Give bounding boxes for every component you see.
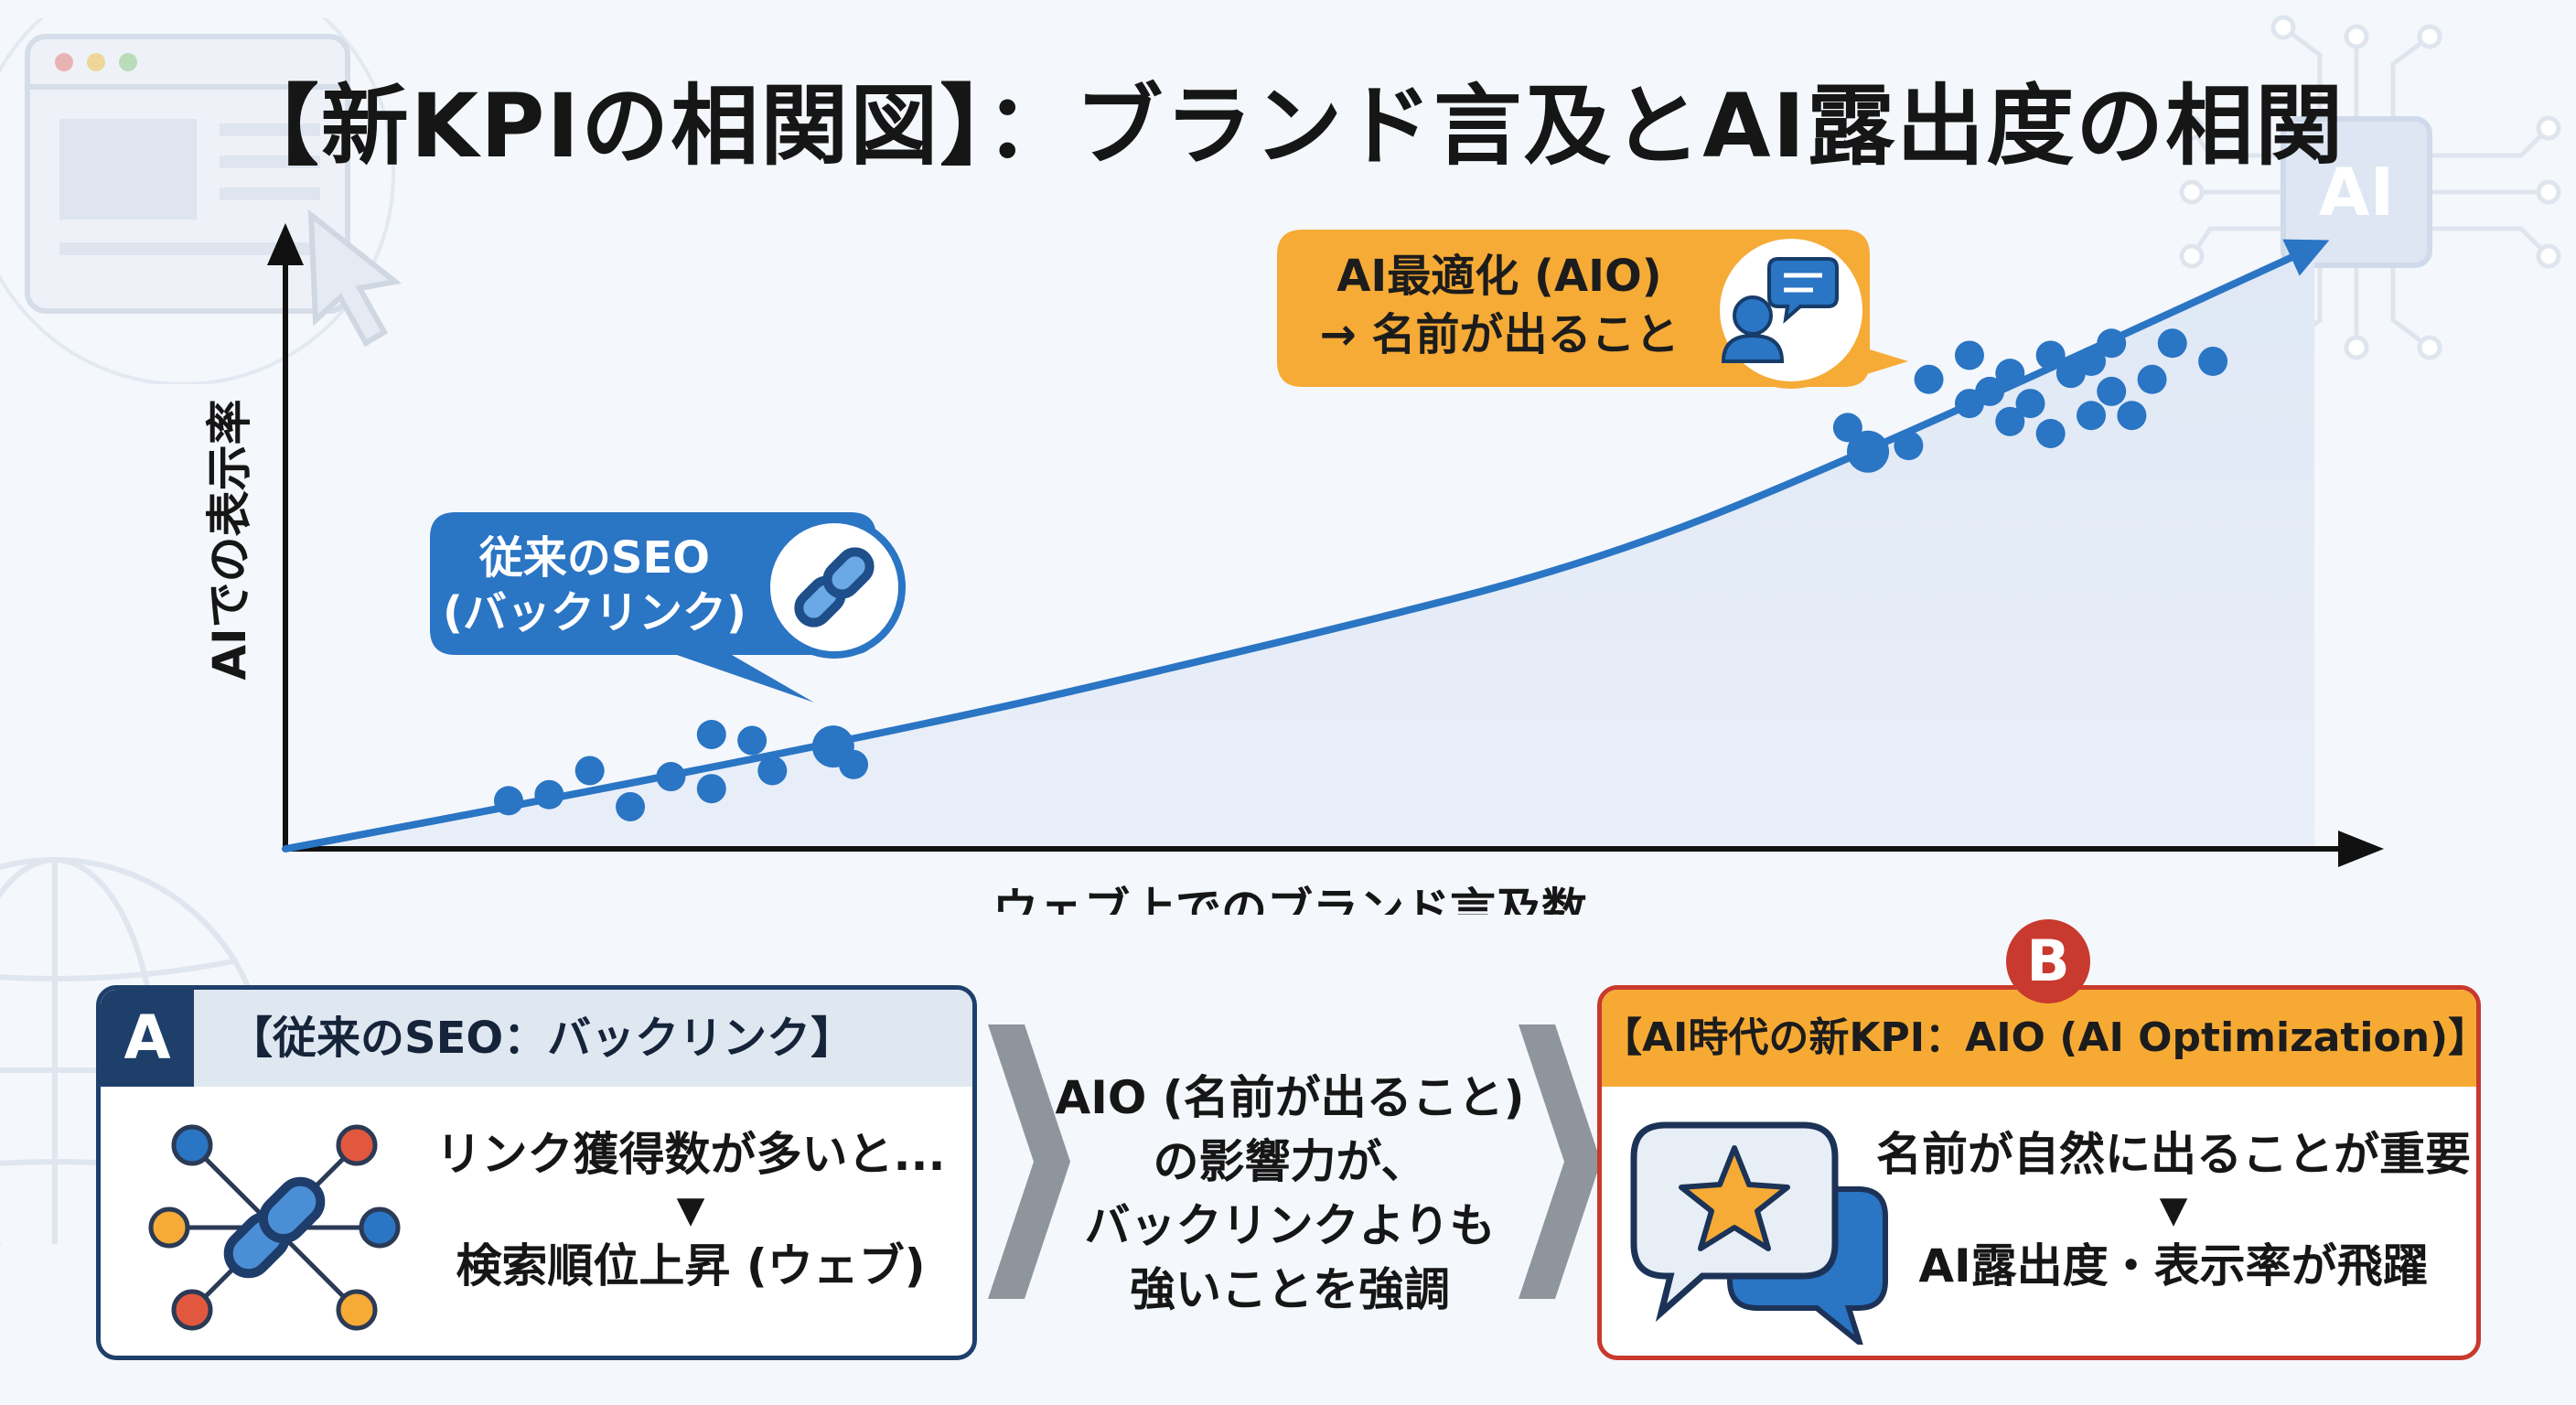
new-kpi-header: 【AI時代の新KPI：AIO (AI Optimization)】 xyxy=(1602,990,2476,1087)
data-point-0 xyxy=(493,786,523,816)
data-point-26 xyxy=(2097,328,2127,359)
data-point-17 xyxy=(1995,406,2025,436)
trend-area xyxy=(285,247,2314,849)
middle-line2: の影響力が、 xyxy=(1153,1135,1427,1188)
middle-line4: 強いことを強調 xyxy=(1130,1263,1450,1316)
data-point-3 xyxy=(616,791,646,821)
new-kpi-box: 【AI時代の新KPI：AIO (AI Optimization)】 名前が自然に… xyxy=(1597,985,2481,1360)
data-point-1 xyxy=(534,779,564,810)
aio-callout xyxy=(1277,230,1908,389)
data-point-8 xyxy=(757,756,788,786)
chevron-right-icon xyxy=(988,1024,1070,1299)
data-point-4 xyxy=(656,762,686,792)
chat-user-icon xyxy=(1721,257,1839,363)
new-kpi-text: 名前が自然に出ることが重要 ▼ AI露出度・表示率が飛躍 xyxy=(1876,1122,2471,1298)
aio-callout-text: AI最適化 (AIO) → 名前が出ること xyxy=(1284,247,1714,364)
ai-chip-label: AI xyxy=(2319,154,2395,231)
new-kpi-line2: AI露出度・表示率が飛躍 xyxy=(1918,1239,2429,1292)
traditional-seo-box: A 【従来のSEO：バックリンク】 リンク獲得数が多いと... ▼ 検索順位上昇… xyxy=(96,985,977,1360)
data-point-12 xyxy=(1894,431,1924,461)
badge-b: B xyxy=(2006,919,2090,1003)
data-point-7 xyxy=(737,725,767,756)
seo-callout-line2: (バックリンク) xyxy=(443,587,746,638)
data-point-21 xyxy=(2035,340,2066,370)
trend-line xyxy=(282,243,2318,853)
traditional-seo-text: リンク獲得数が多いと... ▼ 検索順位上昇 (ウェブ) xyxy=(425,1122,956,1298)
data-point-6 xyxy=(696,719,726,749)
data-point-30 xyxy=(2198,347,2228,377)
browser-window-icon xyxy=(0,18,402,384)
seo-callout-text: 従来のSEO (バックリンク) xyxy=(439,531,750,640)
star-chat-icon xyxy=(1630,1121,1888,1345)
data-point-28 xyxy=(2137,364,2167,394)
data-point-5 xyxy=(696,774,726,804)
data-point-25 xyxy=(2097,376,2127,406)
chevron-right-icon-2 xyxy=(1519,1024,1601,1299)
middle-line1: AIO (名前が出ること) xyxy=(1055,1071,1525,1124)
traditional-seo-line1: リンク獲得数が多いと... xyxy=(435,1128,946,1181)
link-network-icon xyxy=(148,1124,401,1331)
y-axis-label: AIでの表示率 xyxy=(203,399,256,680)
data-point-27 xyxy=(2117,401,2147,431)
middle-statement: AIO (名前が出ること) の影響力が、 バックリンクよりも 強いことを強調 xyxy=(1052,1066,1528,1322)
x-axis-label: ウェブ上でのブランド言及数 xyxy=(993,884,1587,915)
middle-line3: バックリンクよりも xyxy=(1084,1199,1496,1252)
highlight-point-0 xyxy=(811,725,854,768)
data-point-29 xyxy=(2157,328,2187,359)
page-title: 【新KPIの相関図】：ブランド言及とAI露出度の相関 xyxy=(231,75,2345,177)
data-point-16 xyxy=(1975,376,2005,406)
x-axis-arrow xyxy=(2338,831,2384,867)
data-point-15 xyxy=(1954,340,1984,370)
data-point-18 xyxy=(1995,359,2025,389)
data-point-11 xyxy=(1832,413,1862,443)
data-point-19 xyxy=(2015,389,2045,419)
aio-callout-line2: → 名前が出ること xyxy=(1319,309,1680,360)
seo-callout-line1: 従来のSEO xyxy=(478,532,711,584)
trend-arrowhead xyxy=(2282,239,2330,276)
seo-callout xyxy=(430,512,906,702)
y-axis-arrow xyxy=(267,223,304,265)
traditional-seo-arrow: ▼ xyxy=(676,1189,705,1231)
data-point-13 xyxy=(1914,364,1944,394)
traditional-seo-header: A 【従来のSEO：バックリンク】 xyxy=(101,990,972,1087)
data-point-2 xyxy=(574,756,605,786)
data-point-20 xyxy=(2035,418,2066,448)
new-kpi-line1: 名前が自然に出ることが重要 xyxy=(1876,1128,2471,1181)
badge-a: A xyxy=(101,990,194,1087)
traditional-seo-header-label: 【従来のSEO：バックリンク】 xyxy=(229,1013,855,1064)
new-kpi-arrow: ▼ xyxy=(2159,1189,2188,1231)
highlight-point-1 xyxy=(1847,430,1890,473)
correlation-chart: AIでの表示率 ウェブ上でのブランド言及数 xyxy=(203,223,2384,915)
data-point-24 xyxy=(2077,347,2107,377)
traditional-seo-line2: 検索順位上昇 (ウェブ) xyxy=(456,1239,926,1292)
aio-callout-line1: AI最適化 (AIO) xyxy=(1336,251,1662,302)
data-point-23 xyxy=(2077,401,2107,431)
